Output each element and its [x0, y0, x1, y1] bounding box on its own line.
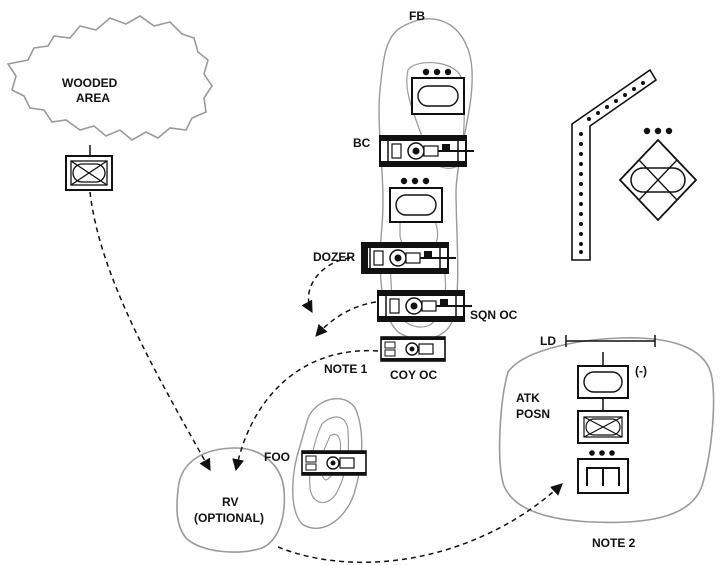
engineer-unit-symbol-atk	[577, 450, 629, 494]
mechanized-infantry-symbol-wooded	[65, 145, 113, 191]
label-wooded-line1: WOODED	[62, 76, 118, 90]
label-atk-line1: ATK	[516, 391, 540, 405]
label-rv-line1: RV	[222, 495, 238, 509]
armor-unit-symbol-top	[411, 68, 465, 115]
label-note2: NOTE 2	[592, 536, 636, 550]
armor-unit-symbol-atk	[577, 352, 629, 399]
tank-icon-bc	[379, 135, 475, 167]
tank-icon-sqn-oc	[377, 290, 473, 322]
label-atk-line2: POSN	[516, 407, 550, 421]
label-rv-line2: (OPTIONAL)	[194, 511, 264, 525]
label-ld: LD	[540, 334, 556, 348]
ld-line	[565, 335, 656, 347]
label-foo: FOO	[264, 450, 290, 464]
diamond-armor-symbol	[618, 127, 698, 222]
armor-unit-symbol-middle	[389, 177, 443, 223]
label-dozer: DOZER	[313, 250, 355, 264]
rv-area	[176, 447, 286, 553]
mechanized-infantry-symbol-atk	[577, 398, 629, 444]
label-fb: FB	[409, 9, 425, 23]
label-minus: (-)	[635, 364, 647, 378]
label-coy-oc: COY OC	[390, 368, 437, 382]
label-note1: NOTE 1	[324, 362, 368, 376]
wooded-area	[6, 15, 213, 141]
apc-icon-coy-oc	[380, 336, 446, 362]
label-sqn-oc: SQN OC	[470, 308, 518, 322]
obstacle-belt-symbol	[571, 68, 658, 261]
label-wooded-line2: AREA	[76, 91, 110, 105]
label-bc: BC	[353, 136, 371, 150]
apc-icon-foo	[301, 450, 367, 476]
route-arrows	[89, 191, 563, 563]
bulldozer-icon	[361, 242, 457, 274]
atk-posn-area	[498, 337, 715, 524]
